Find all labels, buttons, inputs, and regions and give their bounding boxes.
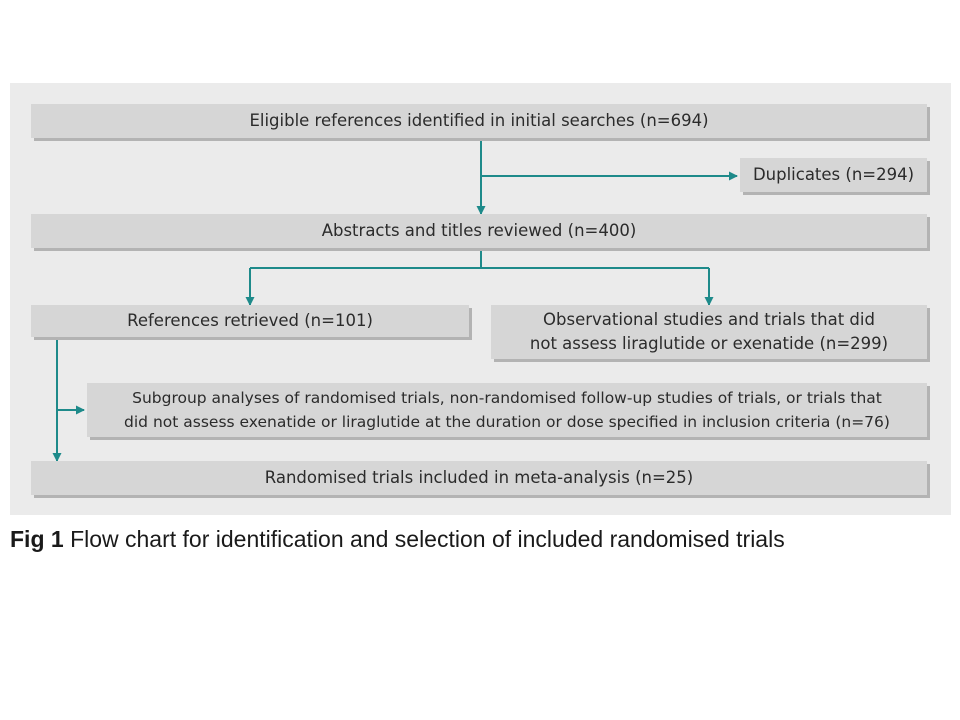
abstracts-reviewed-box: Abstracts and titles reviewed (n=400): [31, 214, 927, 248]
duplicates-box: Duplicates (n=294): [740, 158, 927, 192]
subgroup-analyses-line-2: did not assess exenatide or liraglutide …: [124, 413, 890, 431]
figure-caption: Fig 1 Flow chart for identification and …: [10, 524, 955, 554]
eligible-references-box: Eligible references identified in initia…: [31, 104, 927, 138]
observational-studies-line-2: not assess liraglutide or exenatide (n=2…: [529, 334, 889, 353]
duplicates-text: Duplicates (n=294): [752, 165, 915, 184]
observational-studies-box: Observational studies and trials that di…: [491, 305, 927, 359]
references-retrieved-text: References retrieved (n=101): [127, 311, 373, 330]
figure-caption-text: Flow chart for identification and select…: [70, 526, 785, 552]
included-trials-text: Randomised trials included in meta-analy…: [264, 468, 694, 487]
figure-label: Fig 1: [10, 526, 64, 552]
eligible-references-text: Eligible references identified in initia…: [249, 111, 709, 130]
observational-studies-line-1: Observational studies and trials that di…: [543, 310, 875, 329]
flowchart-panel: [10, 83, 951, 515]
abstracts-reviewed-text: Abstracts and titles reviewed (n=400): [321, 221, 637, 240]
included-trials-box: Randomised trials included in meta-analy…: [31, 461, 927, 495]
subgroup-analyses-line-1: Subgroup analyses of randomised trials, …: [132, 389, 882, 407]
subgroup-analyses-box: Subgroup analyses of randomised trials, …: [87, 383, 927, 437]
references-retrieved-box: References retrieved (n=101): [31, 305, 469, 337]
